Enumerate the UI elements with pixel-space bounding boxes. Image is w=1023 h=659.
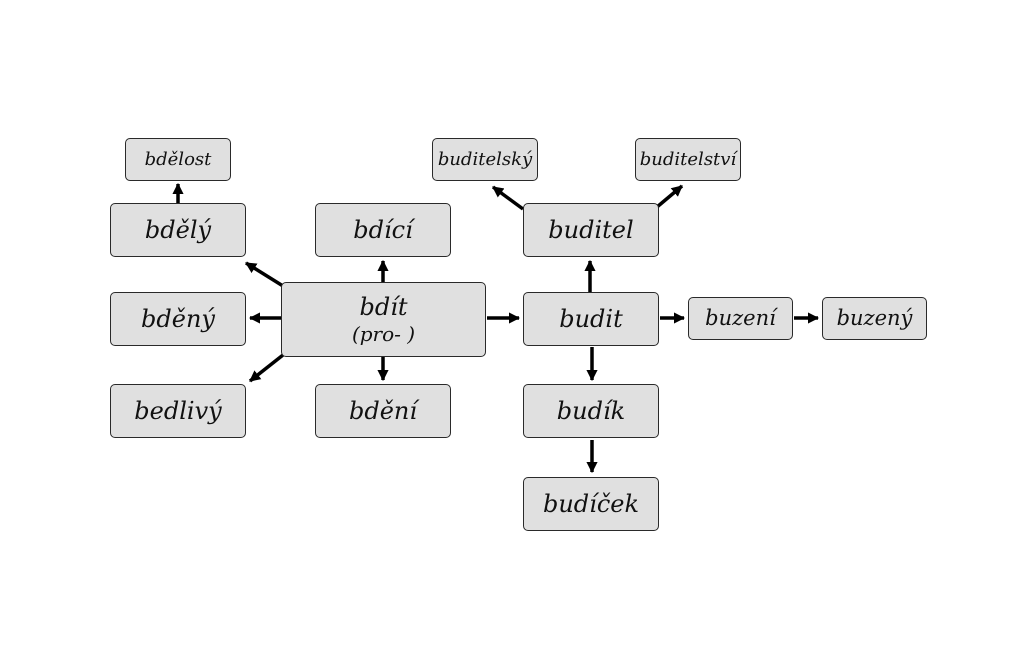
node-bdelost: bdělost (125, 138, 231, 181)
node-buditel: buditel (523, 203, 659, 257)
arrow-bdit-to-bdely (245, 261, 284, 288)
arrow-buditel-to-buditelsky (491, 185, 525, 211)
node-budicek: budíček (523, 477, 659, 531)
node-bdit: bdít (pro- ) (281, 282, 486, 357)
node-buditelsky: buditelský (432, 138, 538, 181)
node-bdici: bdící (315, 203, 451, 257)
node-bedlivy: bedlivý (110, 384, 246, 438)
node-buditelstvi: buditelství (635, 138, 741, 181)
node-bdeni: bdění (315, 384, 451, 438)
node-bdely: bdělý (110, 203, 246, 257)
node-budik: budík (523, 384, 659, 438)
node-bdit-prefix: (pro- ) (351, 321, 416, 346)
arrow-bdit-to-bedlivy (248, 353, 285, 383)
node-bdit-label: bdít (359, 293, 408, 322)
node-buzeni: buzení (688, 297, 793, 340)
arrow-buditel-to-buditelstvi (655, 184, 684, 209)
node-budit: budit (523, 292, 659, 346)
node-buzeny: buzený (822, 297, 927, 340)
node-bdeny: bděný (110, 292, 246, 346)
